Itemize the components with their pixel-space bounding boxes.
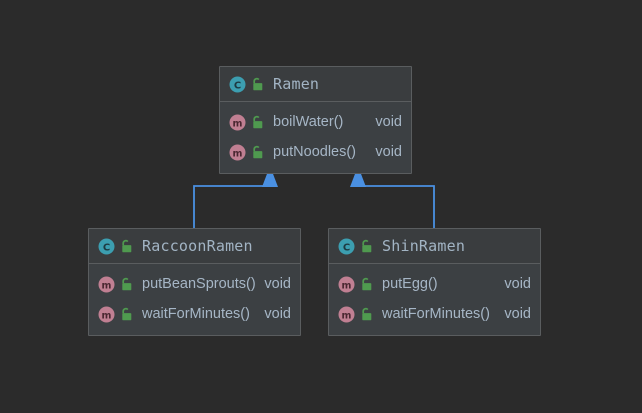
uml-class-shinramen[interactable]: C ShinRamen m <box>328 228 541 336</box>
svg-text:C: C <box>234 80 241 91</box>
unlocked-padlock-icon <box>120 239 133 254</box>
uml-member-name: waitForMinutes() <box>382 306 490 322</box>
method-icon: m <box>229 114 246 131</box>
uml-class-name: ShinRamen <box>382 237 466 255</box>
unlocked-padlock-icon <box>120 307 133 322</box>
unlocked-padlock-icon <box>360 277 373 292</box>
generalization-raccoonramen-to-ramen <box>193 166 278 228</box>
uml-class-header[interactable]: C RaccoonRamen <box>89 229 300 264</box>
class-icon: C <box>98 238 115 255</box>
svg-text:m: m <box>233 148 243 159</box>
uml-member-row[interactable]: m waitForMinutes() void <box>329 299 540 329</box>
svg-text:C: C <box>103 242 110 253</box>
uml-members-list: m putBeanSprouts() void m <box>89 264 300 335</box>
method-icon: m <box>229 144 246 161</box>
uml-member-type: void <box>264 276 291 292</box>
uml-member-row[interactable]: m boilWater() void <box>220 107 411 137</box>
unlocked-padlock-icon <box>251 115 264 130</box>
uml-members-list: m putEgg() void m <box>329 264 540 335</box>
uml-member-name: waitForMinutes() <box>142 306 250 322</box>
svg-text:m: m <box>102 280 112 291</box>
uml-member-type: void <box>504 306 531 322</box>
unlocked-padlock-icon <box>251 77 264 92</box>
uml-class-name: RaccoonRamen <box>142 237 253 255</box>
svg-text:m: m <box>102 310 112 321</box>
svg-text:m: m <box>233 118 243 129</box>
uml-member-row[interactable]: m putEgg() void <box>329 269 540 299</box>
class-icon: C <box>338 238 355 255</box>
svg-text:m: m <box>342 280 352 291</box>
unlocked-padlock-icon <box>360 239 373 254</box>
uml-members-list: m boilWater() void m <box>220 102 411 173</box>
svg-text:C: C <box>343 242 350 253</box>
uml-class-header[interactable]: C ShinRamen <box>329 229 540 264</box>
unlocked-padlock-icon <box>120 277 133 292</box>
uml-member-name: putNoodles() <box>273 144 357 160</box>
svg-text:m: m <box>342 310 352 321</box>
uml-member-type: void <box>504 276 531 292</box>
uml-member-name: putEgg() <box>382 276 438 292</box>
uml-member-type: void <box>264 306 291 322</box>
unlocked-padlock-icon <box>360 307 373 322</box>
uml-member-row[interactable]: m putBeanSprouts() void <box>89 269 300 299</box>
method-icon: m <box>98 306 115 323</box>
method-icon: m <box>98 276 115 293</box>
uml-member-row[interactable]: m waitForMinutes() void <box>89 299 300 329</box>
generalization-shinramen-to-ramen <box>350 166 435 228</box>
uml-member-name: putBeanSprouts() <box>142 276 256 292</box>
uml-member-name: boilWater() <box>273 114 344 130</box>
uml-member-type: void <box>375 144 402 160</box>
uml-class-raccoonramen[interactable]: C RaccoonRamen m <box>88 228 301 336</box>
uml-class-header[interactable]: C Ramen <box>220 67 411 102</box>
method-icon: m <box>338 276 355 293</box>
unlocked-padlock-icon <box>251 145 264 160</box>
uml-class-name: Ramen <box>273 75 320 93</box>
uml-member-type: void <box>375 114 402 130</box>
uml-class-ramen[interactable]: C Ramen m <box>219 66 412 174</box>
class-icon: C <box>229 76 246 93</box>
method-icon: m <box>338 306 355 323</box>
uml-member-row[interactable]: m putNoodles() void <box>220 137 411 167</box>
